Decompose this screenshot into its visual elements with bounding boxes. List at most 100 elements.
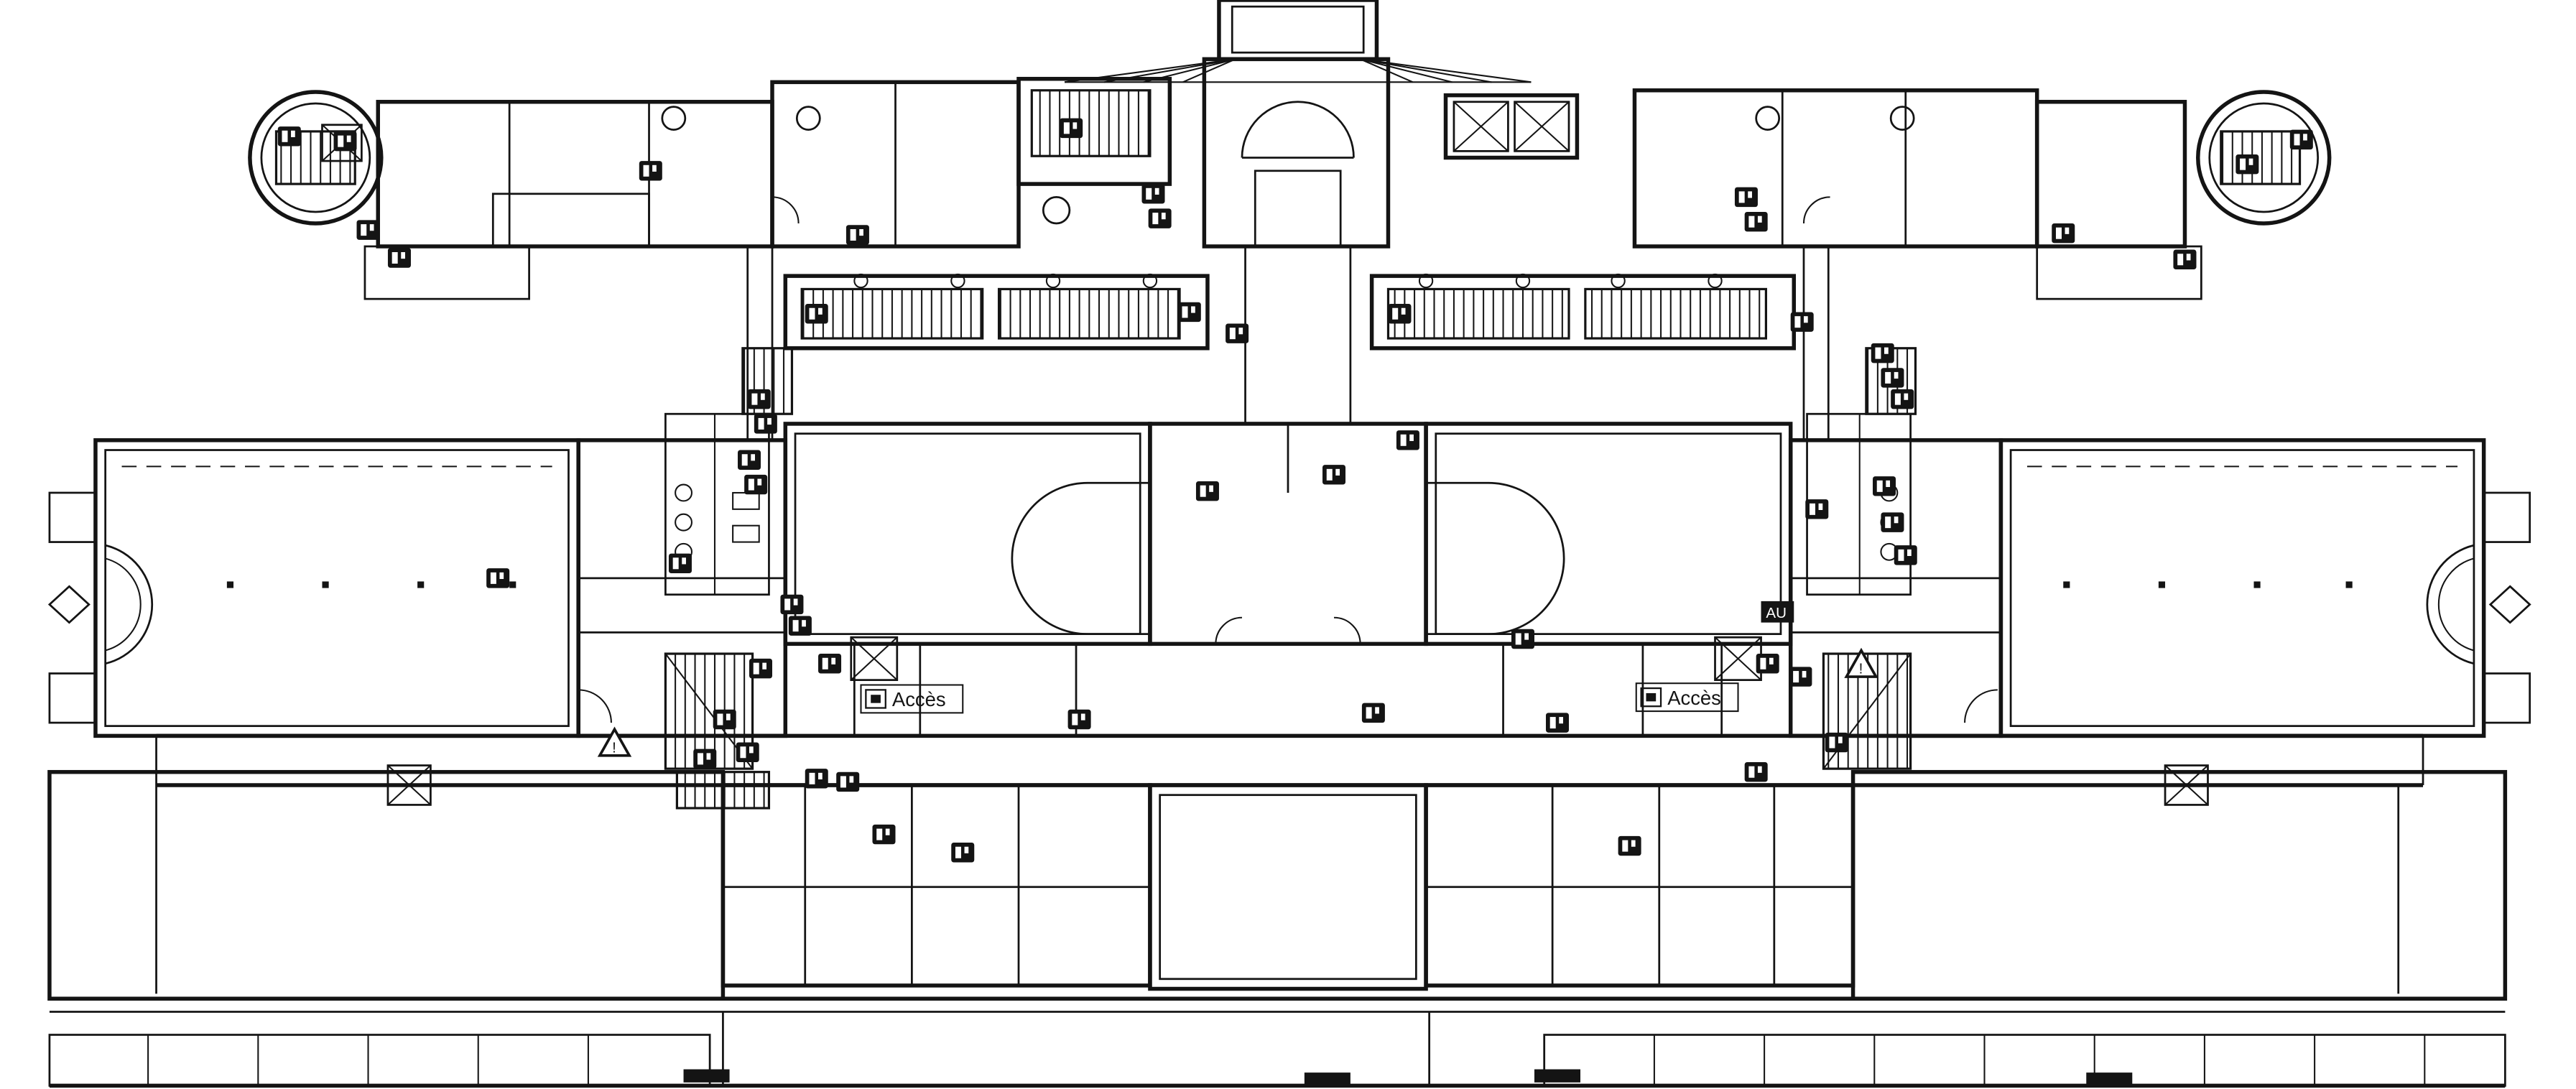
equipment-icon	[2052, 223, 2075, 244]
equipment-icon	[356, 220, 380, 240]
equipment-icon	[836, 771, 860, 792]
diamond-ornament	[47, 585, 91, 624]
equipment-icon	[1744, 761, 1768, 782]
central-hall-top	[1202, 57, 1391, 249]
main-body	[47, 412, 2531, 738]
stairs-hatch	[800, 287, 984, 340]
equipment-icon	[749, 658, 773, 679]
equipment-icon	[754, 414, 777, 434]
equipment-icon	[780, 594, 804, 615]
equipment-icon	[1511, 629, 1534, 649]
equipment-icon	[788, 616, 812, 636]
equipment-icon	[1734, 187, 1758, 208]
equipment-icon	[1396, 430, 1419, 450]
labels-layer: Accès Accès AU	[860, 601, 1794, 714]
equipment-icon	[1148, 208, 1172, 228]
equipment-icon	[1891, 389, 1914, 409]
equipment-icon	[744, 474, 768, 495]
equipment-icon	[1744, 211, 1768, 232]
equipment-icon	[1894, 545, 1917, 565]
equipment-icon	[747, 389, 771, 409]
equipment-icon	[1805, 499, 1829, 519]
elevator-x-icon	[1453, 101, 1509, 152]
equipment-icon	[1195, 481, 1219, 501]
equipment-icon	[668, 553, 692, 574]
equipment-icon	[1871, 343, 1894, 363]
access-door-icon-glyph	[1646, 692, 1657, 702]
access-door-icon-glyph	[871, 695, 881, 703]
elevator-x-icon	[850, 636, 899, 682]
stairs-hatch	[2220, 130, 2302, 185]
black-bar	[1304, 1072, 1350, 1086]
stairs-hatch	[1030, 89, 1152, 157]
stairs-hatch	[1584, 287, 1767, 340]
svg-text:!: !	[1859, 660, 1863, 677]
equipment-icon	[1177, 302, 1201, 323]
equipment-icon	[333, 131, 357, 152]
stairs-hatch	[997, 287, 1181, 340]
svg-text:!: !	[612, 739, 616, 756]
state-room-left	[783, 422, 1152, 647]
central-hall-bottom	[1148, 783, 1428, 991]
au-tag-text: AU	[1766, 605, 1787, 621]
stairs-hatch	[1386, 287, 1570, 340]
equipment-icon	[1825, 732, 1848, 753]
bottom-wing	[47, 769, 2508, 1088]
au-tag: AU	[1761, 601, 1794, 623]
diamond-ornament	[2488, 585, 2531, 624]
black-bar	[683, 1069, 730, 1083]
equipment-icon	[1881, 512, 1904, 532]
access-label-text: Accès	[1667, 687, 1721, 709]
access-label-right: Accès	[1635, 682, 1739, 713]
equipment-icon	[277, 126, 301, 147]
markers-layer: !!	[277, 118, 2313, 1086]
black-bar	[1534, 1069, 1581, 1083]
equipment-icon	[387, 248, 411, 268]
elevator-x-icon	[1514, 101, 1570, 152]
equipment-icon	[1226, 323, 1249, 343]
equipment-icon	[693, 749, 717, 769]
equipment-icon	[818, 654, 842, 674]
access-door-icon	[1640, 687, 1662, 708]
equipment-icon	[1545, 713, 1570, 733]
equipment-icon	[486, 568, 510, 588]
loggia-left	[783, 273, 1210, 351]
equipment-icon	[1789, 667, 1812, 687]
equipment-icon	[845, 225, 869, 245]
equipment-icon	[736, 742, 759, 762]
black-bar	[2086, 1072, 2133, 1086]
equipment-icon	[713, 709, 736, 730]
equipment-icon	[639, 161, 662, 181]
state-room-right	[1424, 422, 1793, 647]
equipment-icon	[1618, 835, 1641, 856]
central-hall-mid	[1148, 422, 1428, 647]
equipment-icon	[1060, 118, 1083, 139]
turret-right	[2196, 90, 2332, 226]
equipment-icon	[1790, 312, 1814, 332]
equipment-icon	[872, 824, 896, 845]
equipment-icon	[2289, 129, 2313, 150]
equipment-icon	[1361, 703, 1385, 723]
equipment-icon	[1067, 709, 1091, 730]
access-door-icon	[865, 689, 886, 709]
equipment-icon	[951, 843, 975, 863]
au-tag-box	[1761, 601, 1794, 623]
equipment-icon	[1756, 654, 1779, 674]
equipment-icon	[1322, 465, 1346, 485]
equipment-icon	[805, 769, 828, 789]
equipment-icon	[1881, 368, 1904, 388]
equipment-icon	[1141, 184, 1165, 204]
loggia-right	[1369, 273, 1797, 351]
equipment-icon	[2236, 154, 2259, 175]
top-entrance	[1064, 0, 1532, 83]
equipment-icon	[1388, 304, 1412, 324]
access-label-left: Accès	[860, 684, 964, 714]
stairs-hatch	[675, 771, 771, 810]
equipment-icon	[737, 450, 761, 470]
top-wing	[248, 57, 2332, 300]
elevator-bank-top	[1443, 93, 1580, 160]
warning-triangle-icon: !	[1844, 647, 1878, 678]
equipment-icon	[805, 304, 828, 324]
